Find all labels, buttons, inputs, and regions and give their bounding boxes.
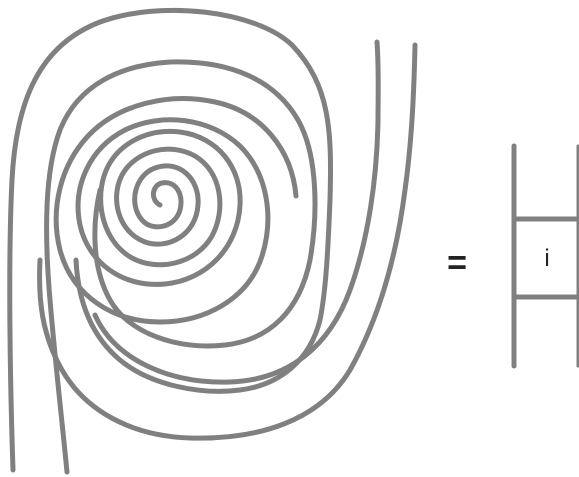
equals-sign: = — [447, 244, 467, 282]
inner-left-tail — [47, 62, 315, 472]
spiral-core — [56, 99, 296, 322]
cell-label: i — [544, 245, 549, 272]
